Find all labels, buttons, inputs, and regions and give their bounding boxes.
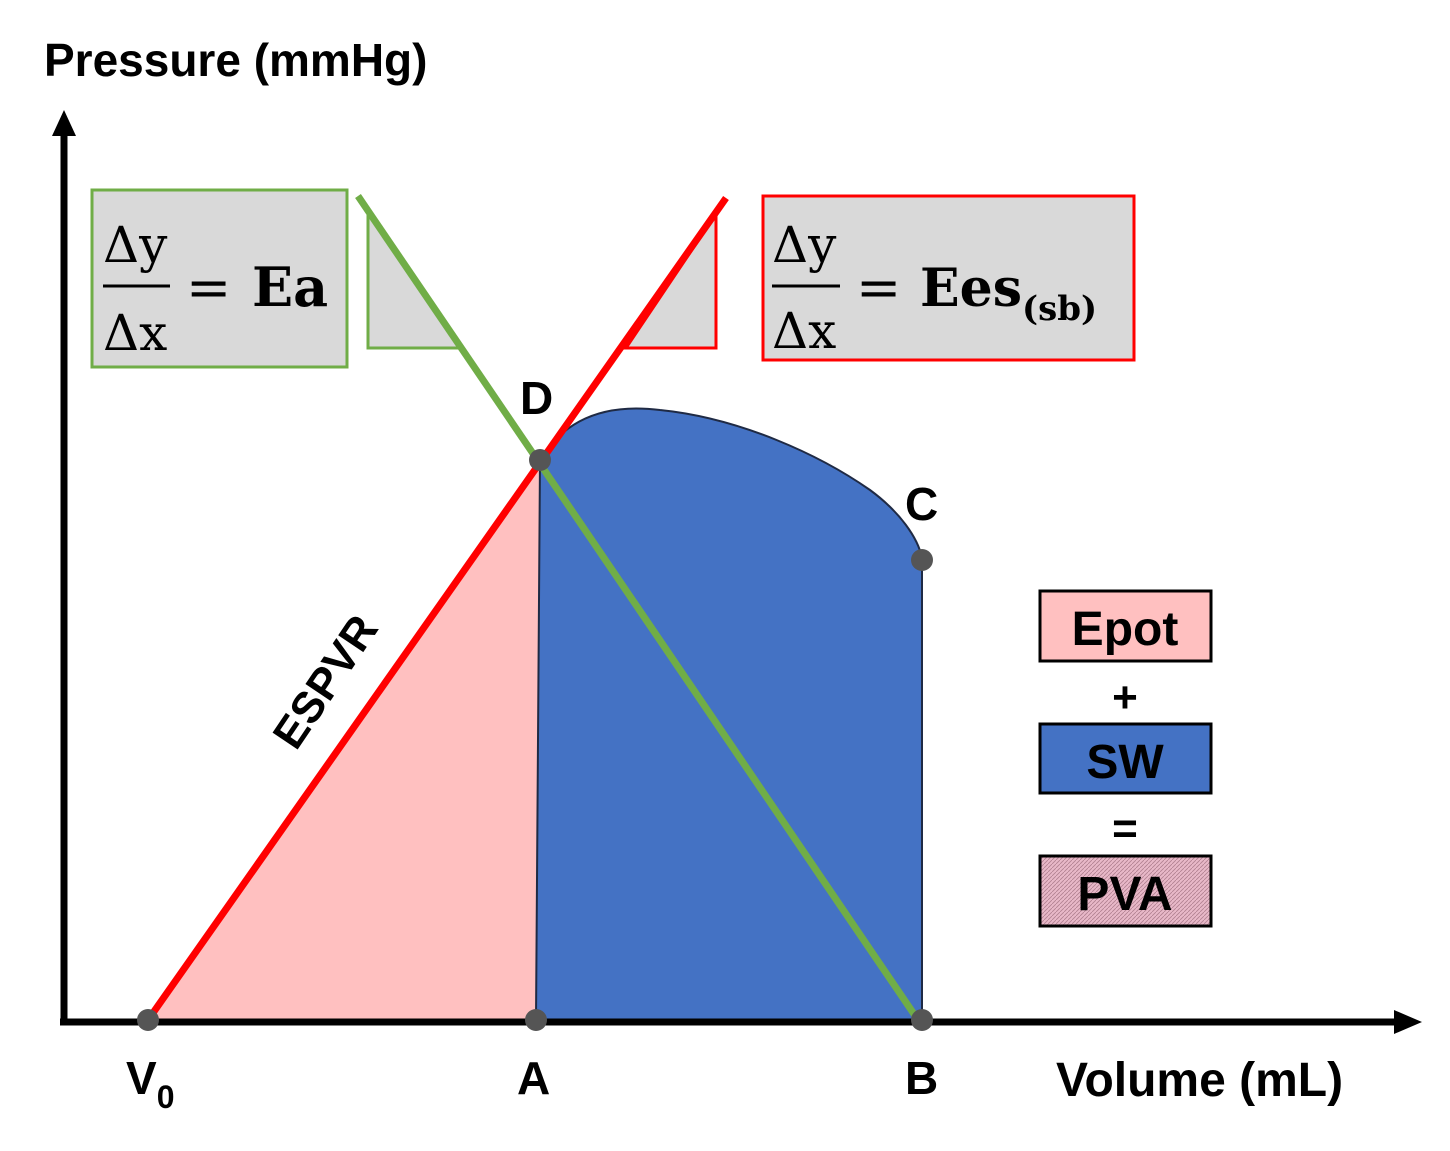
- point-c: [911, 549, 933, 571]
- stroke-work-area: [534, 407, 923, 1021]
- ees-name: Ees(sb): [920, 258, 1097, 329]
- label-c: C: [905, 478, 938, 530]
- ea-denominator: Δx: [103, 304, 167, 362]
- y-axis-label: Pressure (mmHg): [44, 34, 427, 86]
- label-d: D: [520, 372, 553, 424]
- y-axis-arrow: [52, 110, 76, 136]
- label-a: A: [517, 1052, 550, 1104]
- ees-subscript: (sb): [1022, 289, 1097, 329]
- legend-epot-label: Epot: [1072, 603, 1179, 656]
- legend-equals: =: [1112, 804, 1138, 853]
- espvr-line: [145, 195, 729, 1023]
- ea-name: Ea: [252, 255, 328, 319]
- ees-formula-box: Δy Δx = Ees(sb): [761, 194, 1136, 362]
- energy-legend: Epot + SW = PVA: [1038, 589, 1213, 928]
- legend-pva-label: PVA: [1077, 868, 1172, 921]
- point-v0: [137, 1009, 159, 1031]
- legend-sw-label: SW: [1086, 736, 1164, 789]
- ea-line: [355, 194, 921, 1022]
- x-axis-label: Volume (mL): [1056, 1054, 1343, 1107]
- point-a: [525, 1009, 547, 1031]
- label-v0-subscript: 0: [157, 1079, 175, 1115]
- label-v0: V0: [126, 1052, 174, 1115]
- point-d: [529, 449, 551, 471]
- ees-numerator: Δy: [772, 216, 837, 274]
- ees-equals: =: [856, 256, 901, 319]
- ea-numerator: Δy: [103, 216, 168, 274]
- point-b: [911, 1009, 933, 1031]
- ea-formula-box: Δy Δx = Ea: [90, 188, 349, 369]
- ea-equals: =: [186, 256, 231, 319]
- legend-epot-box: [1038, 589, 1213, 663]
- x-axis-arrow: [1394, 1010, 1422, 1034]
- legend-plus: +: [1112, 673, 1138, 722]
- legend-sw-box: [1038, 722, 1213, 795]
- label-b: B: [905, 1052, 938, 1104]
- ees-denominator: Δx: [772, 302, 836, 360]
- legend-pva-box: [1038, 854, 1213, 928]
